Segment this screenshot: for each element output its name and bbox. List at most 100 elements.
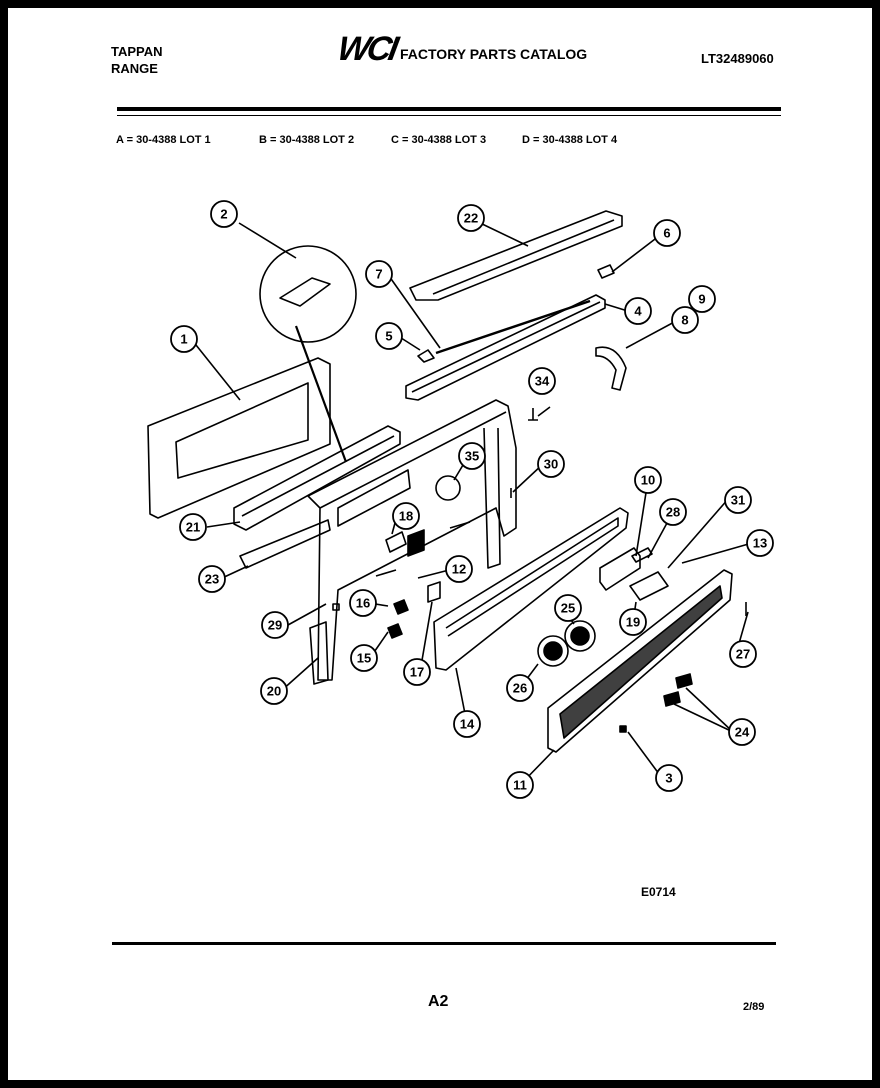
callout-34: 34 — [528, 367, 556, 395]
catalog-title: FACTORY PARTS CATALOG — [400, 46, 588, 62]
callout-22: 22 — [457, 204, 485, 232]
callout-circle — [655, 764, 683, 792]
callout-circle — [445, 555, 473, 583]
callout-label: 2 — [220, 207, 227, 222]
callout-17: 17 — [403, 658, 431, 686]
callout-label: 29 — [268, 618, 282, 633]
callout-label: 9 — [698, 292, 705, 307]
callout-25: 25 — [554, 594, 582, 622]
brand-label: TAPPAN RANGE — [111, 43, 163, 77]
callout-label: 27 — [736, 647, 750, 662]
callout-27: 27 — [729, 640, 757, 668]
callout-29: 29 — [261, 611, 289, 639]
callout-label: 11 — [513, 778, 527, 793]
callout-label: 20 — [267, 684, 281, 699]
callout-35: 35 — [458, 442, 486, 470]
callout-circle — [619, 608, 647, 636]
callout-label: 6 — [663, 226, 670, 241]
knob-part — [537, 635, 569, 667]
callout-5: 5 — [375, 322, 403, 350]
callout-label: 35 — [465, 449, 479, 464]
callout-circle — [506, 771, 534, 799]
callout-circle — [170, 325, 198, 353]
lot-b: B = 30-4388 LOT 2 — [259, 134, 355, 146]
callout-circle — [349, 589, 377, 617]
callout-label: 22 — [464, 211, 478, 226]
callout-circle — [729, 640, 757, 668]
callout-30: 30 — [537, 450, 565, 478]
callout-label: 7 — [375, 267, 382, 282]
header-rule-thin — [117, 115, 781, 116]
callout-15: 15 — [350, 644, 378, 672]
callout-circle — [458, 442, 486, 470]
callout-label: 19 — [626, 615, 640, 630]
callout-label: 28 — [666, 505, 680, 520]
knob-part — [564, 620, 596, 652]
callout-circle — [179, 513, 207, 541]
lot-d: D = 30-4388 LOT 4 — [522, 134, 618, 146]
callout-7: 7 — [365, 260, 393, 288]
callout-circle — [457, 204, 485, 232]
callout-21: 21 — [179, 513, 207, 541]
callout-circle — [403, 658, 431, 686]
callout-label: 13 — [753, 536, 767, 551]
callout-16: 16 — [349, 589, 377, 617]
clip-part — [417, 349, 435, 363]
exploded-parts-diagram: 1234567891011121314151617181920212223242… — [147, 200, 774, 799]
callout-label: 21 — [186, 520, 200, 535]
callout-label: 5 — [385, 329, 392, 344]
callout-14: 14 — [453, 710, 481, 738]
callout-circle — [688, 285, 716, 313]
callout-label: 34 — [535, 374, 550, 389]
callout-circle — [624, 297, 652, 325]
catalog-number: LT32489060 — [701, 51, 774, 66]
callout-label: 18 — [399, 509, 413, 524]
callout-circle — [210, 200, 238, 228]
callout-20: 20 — [260, 677, 288, 705]
callout-10: 10 — [634, 466, 662, 494]
callout-13: 13 — [746, 529, 774, 557]
callout-1: 1 — [170, 325, 198, 353]
callout-label: 24 — [735, 725, 750, 740]
callout-11: 11 — [506, 771, 534, 799]
callout-label: 30 — [544, 457, 558, 472]
callout-circle — [634, 466, 662, 494]
callout-12: 12 — [445, 555, 473, 583]
callout-label: 3 — [665, 771, 672, 786]
brand-line-1: TAPPAN — [111, 44, 163, 59]
callout-circle — [261, 611, 289, 639]
lot-a: A = 30-4388 LOT 1 — [116, 134, 211, 146]
callout-circle — [671, 306, 699, 334]
callout-label: 10 — [641, 473, 655, 488]
callout-circle — [506, 674, 534, 702]
callout-label: 31 — [731, 493, 745, 508]
callout-circle — [554, 594, 582, 622]
revision-date: 2/89 — [743, 1001, 765, 1013]
callout-circle — [350, 644, 378, 672]
callout-label: 23 — [205, 572, 219, 587]
rail-part — [405, 294, 606, 401]
control-panel-part — [433, 507, 629, 671]
back-panel-part — [147, 357, 331, 519]
callout-23: 23 — [198, 565, 226, 593]
bracket-part — [595, 346, 627, 391]
callout-circle — [453, 710, 481, 738]
grille-panel-part — [547, 569, 733, 753]
callout-circle — [260, 677, 288, 705]
callout-circle — [528, 367, 556, 395]
callout-4: 4 — [624, 297, 652, 325]
callout-3: 3 — [655, 764, 683, 792]
callout-31: 31 — [724, 486, 752, 514]
catalog-page: TAPPAN RANGE WCI FACTORY PARTS CATALOG L… — [8, 8, 872, 1080]
page-number: A2 — [428, 993, 449, 1010]
callout-circle — [365, 260, 393, 288]
callout-circle — [537, 450, 565, 478]
callout-circle — [728, 718, 756, 746]
callout-9: 9 — [688, 285, 716, 313]
top-trim-part — [409, 210, 623, 301]
callout-19: 19 — [619, 608, 647, 636]
lot-c: C = 30-4388 LOT 3 — [391, 134, 487, 146]
callout-circle — [653, 219, 681, 247]
callout-6: 6 — [653, 219, 681, 247]
callout-circle — [659, 498, 687, 526]
